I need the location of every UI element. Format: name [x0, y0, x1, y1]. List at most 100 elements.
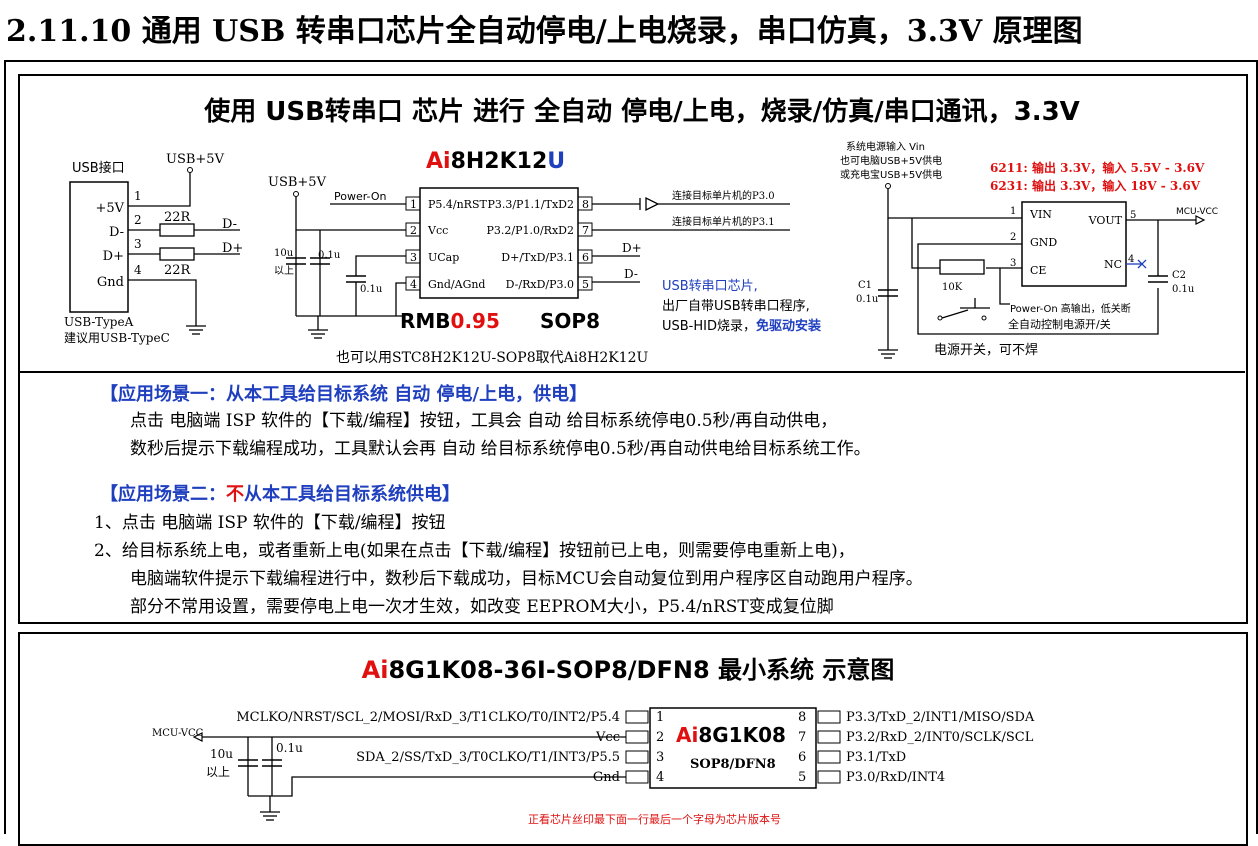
mcu-rnum-6: 6: [798, 750, 806, 765]
chip-rnum-6: 6: [582, 251, 589, 264]
chip-rnum-5: 5: [582, 278, 589, 291]
usb-pin-5v: +5V: [95, 201, 124, 216]
chip-feat2: 出厂自带USB转串口程序,: [662, 299, 810, 314]
mcu-chip: Ai8G1K08 SOP8/DFN8 1 2 3 4 8 7 6 5 MCLKO…: [152, 707, 1035, 821]
outer-frame: [4, 60, 1258, 834]
mcu-vcc-label: MCU-VCC: [152, 728, 204, 739]
chip-cap2: 0.1u: [318, 250, 341, 261]
top-panel: [18, 74, 1248, 624]
chip-lnum-2: 2: [410, 224, 417, 237]
chip-dp-net: D+: [622, 241, 642, 255]
usb-dm-net: D-: [222, 217, 237, 232]
usb-type-note2: 建议用USB-TypeC: [64, 331, 170, 345]
chip-lpin-1: P5.4/nRST: [428, 198, 488, 211]
ldo-switch-note: 电源开关，可不焊: [934, 342, 1038, 358]
chip-rpin-7: P3.2/P1.0/RxD2: [486, 224, 574, 237]
chip-dm-net: D-: [624, 267, 638, 281]
ldo-num1: 1: [1010, 206, 1016, 217]
chip-rpin-6: D+/TxD/P3.1: [501, 251, 574, 264]
chip-power-on: Power-On: [334, 190, 386, 203]
vin-note2: 也可电脑USB+5V供电: [840, 154, 942, 167]
chip-lnum-4: 4: [410, 278, 417, 291]
chip-alt-note: 也可以用STC8H2K12U-SOP8取代Ai8H2K12U: [336, 350, 649, 366]
scenario1-title: 【应用场景一：从本工具给目标系统 自动 停电/上电，供电】: [100, 383, 587, 405]
usb-r1: 22R: [164, 210, 192, 225]
usb-num-3: 3: [134, 237, 142, 251]
mcu-rnum-5: 5: [798, 770, 806, 785]
ldo-auto-note: 全自动控制电源开/关: [1008, 317, 1111, 331]
ldo-c2-val: 0.1u: [1172, 284, 1195, 295]
mcu-footnote: 正看芯片丝印最下面一行最后一个字母为芯片版本号: [528, 812, 781, 826]
vin-note3: 或充电宝USB+5V供电: [840, 168, 942, 181]
page-heading: 2.11.10 通用 USB 转串口芯片全自动停电/上电烧录，串口仿真，3.3V…: [6, 14, 1083, 49]
scenario2-title: 【应用场景二：不从本工具给目标系统供电】: [100, 483, 460, 505]
mcu-rpin-5: P3.0/RxD/INT4: [846, 770, 945, 785]
usb-pin-dm: D-: [109, 225, 124, 240]
ldo-vout: VOUT: [1088, 214, 1123, 227]
usb-bridge-chip: Ai8H2K12U 1 2 3 4 P5.4/nRST Vcc UCap Gnd…: [268, 149, 821, 366]
ldo-ce: CE: [1030, 264, 1046, 277]
ldo-spec2: 6231: 输出 3.3V，输入 18V - 3.6V: [990, 178, 1201, 193]
mcu-rpin-8: P3.3/TxD_2/INT1/MISO/SDA: [846, 710, 1035, 725]
scenario2-line4: 部分不常用设置，需要停电上电一次才生效，如改变 EEPROM大小，P5.4/nR…: [130, 597, 834, 617]
ldo-vout-num: 5: [1130, 210, 1136, 221]
ldo-spec1: 6211: 输出 3.3V，输入 5.5V - 3.6V: [990, 160, 1205, 175]
chip-feat3: USB-HID烧录，免驱动安装: [662, 318, 821, 334]
usb-type-note1: USB-TypeA: [64, 315, 134, 329]
usb-pin-gnd: Gnd: [97, 275, 124, 290]
ldo-c1: C1: [858, 280, 872, 291]
chip-lnum-1: 1: [410, 198, 417, 211]
ldo-nc-num: 4: [1128, 254, 1134, 265]
mcu-lpin-1: MCLKO/NRST/SCL_2/MOSI/RxD_3/T1CLKO/T0/IN…: [236, 710, 620, 725]
mcu-rpin-7: P3.2/RxD_2/INT0/SCLK/SCL: [846, 730, 1034, 745]
usb-num-4: 4: [134, 263, 142, 277]
chip-lpin-3: UCap: [428, 251, 459, 264]
scenario2-line2: 2、给目标系统上电，或者重新上电(如果在点击【下载/编程】按钮前已上电，则需要停…: [94, 541, 855, 561]
usb-label: USB接口: [72, 160, 125, 176]
scenario1-line2: 数秒后提示下载编程成功，工具默认会再 自动 给目标系统停电0.5秒/再自动供电给…: [130, 439, 871, 459]
vin-note1: 系统电源输入 Vin: [846, 140, 925, 153]
mcu-rnum-7: 7: [798, 730, 806, 745]
mcu-package: SOP8/DFN8: [690, 757, 776, 772]
chip-lpin-2: Vcc: [427, 224, 448, 237]
chip-feat1: USB转串口芯片,: [662, 279, 758, 294]
mcu-cap1-note: 以上: [206, 765, 230, 779]
ldo-mcu-vcc: MCU-VCC: [1176, 207, 1218, 217]
usb-num-1: 1: [134, 189, 142, 203]
mcu-rpin-6: P3.1/TxD: [846, 750, 906, 765]
chip-price: RMB0.95: [400, 309, 500, 333]
mcu-lnum-2: 2: [656, 730, 664, 745]
chip-cap3: 0.1u: [360, 284, 383, 295]
chip-vcc-label: USB+5V: [268, 175, 327, 190]
chip-name: Ai8H2K12U: [426, 149, 565, 174]
usb-connector: USB接口 +5V D- D+ Gnd 1 2 3 4 USB+5V 22R D…: [64, 152, 243, 345]
usb-num-2: 2: [134, 213, 142, 227]
mcu-cap2: 0.1u: [276, 741, 303, 755]
ldo-num2: 2: [1010, 232, 1016, 243]
mcu-lnum-3: 3: [656, 750, 664, 765]
bottom-panel-title: Ai8G1K08-36I-SOP8/DFN8 最小系统 示意图: [362, 656, 895, 684]
usb-vcc-label: USB+5V: [166, 152, 225, 167]
mcu-cap1: 10u: [210, 747, 233, 761]
mcu-rnum-8: 8: [798, 710, 806, 725]
power-switch-circuit: 系统电源输入 Vin 也可电脑USB+5V供电 或充电宝USB+5V供电 621…: [840, 140, 1218, 359]
scenario2-line3: 电脑端软件提示下载编程进行中，数秒后下载成功，目标MCU会自动复位到用户程序区自…: [130, 569, 923, 589]
ldo-vin: VIN: [1029, 208, 1052, 221]
chip-lpin-4: Gnd/AGnd: [428, 278, 485, 291]
mcu-lnum-4: 4: [656, 770, 664, 785]
usb-r2: 22R: [164, 263, 192, 278]
chip-cap1: 10u: [274, 248, 294, 259]
top-panel-title: 使用 USB转串口 芯片 进行 全自动 停电/上电，烧录/仿真/串口通讯，3.3…: [203, 96, 1080, 127]
mcu-chip-name: Ai8G1K08: [676, 723, 786, 747]
ldo-gnd: GND: [1030, 236, 1057, 249]
mcu-lnum-1: 1: [656, 710, 664, 725]
ldo-nc: NC: [1104, 258, 1122, 271]
usb-pin-dp: D+: [103, 249, 124, 264]
chip-rpin-8: P3.3/P1.1/TxD2: [487, 198, 574, 211]
chip-rnum-7: 7: [582, 224, 589, 237]
chip-lnum-3: 3: [410, 251, 417, 264]
chip-target-p31: 连接目标单片机的P3.1: [672, 215, 775, 228]
chip-rnum-8: 8: [582, 198, 589, 211]
chip-rpin-5: D-/RxD/P3.0: [506, 278, 574, 291]
